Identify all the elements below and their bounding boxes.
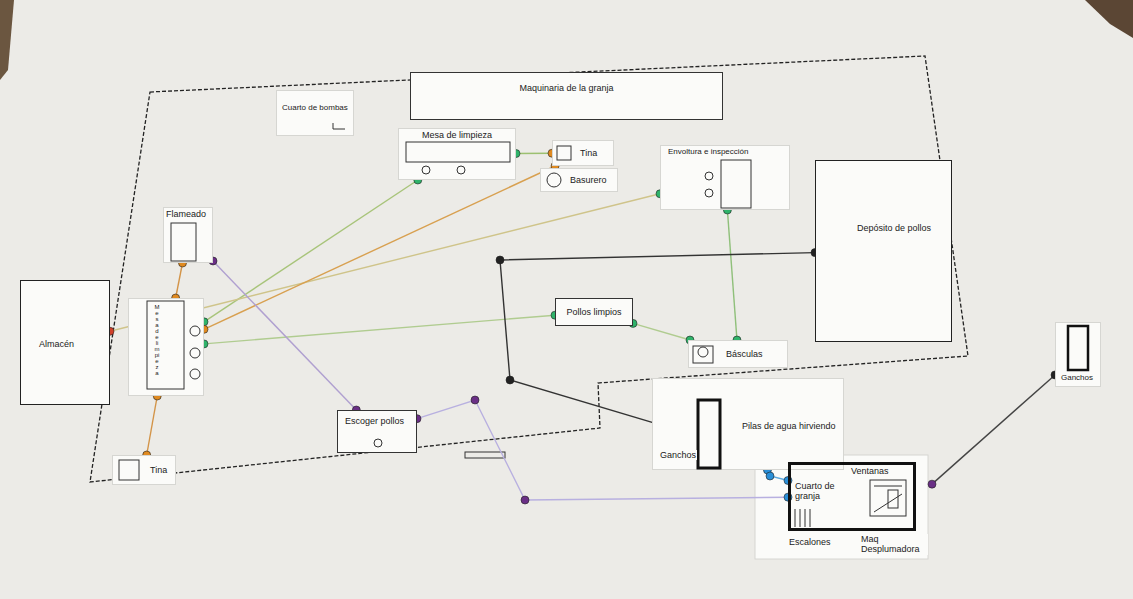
- sketch-line: [698, 400, 720, 468]
- window-label: Ventanas: [850, 466, 890, 476]
- node-text: Básculas: [725, 349, 764, 359]
- shape-sketch: [277, 91, 353, 135]
- sketch-line: [333, 123, 334, 129]
- tub-card: Tina: [112, 455, 176, 485]
- node-text: Escoger pollos: [344, 416, 405, 426]
- table-card: Mesa de limpieza: [398, 128, 516, 180]
- shape-sketch: [411, 73, 722, 119]
- thread-connector: [633, 323, 690, 340]
- node-text: Tina: [579, 148, 598, 158]
- node-text: Ganchos: [659, 450, 697, 460]
- thread-connector: [516, 153, 552, 155]
- paper-card: [755, 455, 928, 559]
- node-text: Cuarto de granja: [794, 481, 842, 502]
- pin-head: [496, 256, 504, 264]
- node-text: Mesa de limpieza: [154, 304, 160, 376]
- sketch-line: [721, 160, 751, 208]
- sketch-line: [874, 494, 902, 512]
- sketch-line: [557, 146, 571, 160]
- storage-room: Depósito de pollos: [815, 160, 952, 342]
- thread-connector: [204, 166, 555, 329]
- sorting-box: Escoger pollos: [337, 410, 417, 453]
- sketch-line: [698, 347, 708, 357]
- packing-card: Envoltura e inspección: [660, 145, 790, 210]
- sketch-line: [171, 223, 196, 261]
- thread-connector: [204, 180, 418, 322]
- pin-head: [521, 496, 529, 504]
- node-text: Pollos limpios: [565, 307, 622, 317]
- sketch-line: [795, 509, 796, 527]
- sketch-line: [705, 189, 713, 197]
- node-text: Depósito de pollos: [856, 223, 932, 233]
- sketch-line: [190, 369, 200, 379]
- hooks-rack: Ganchos: [658, 398, 724, 470]
- thread-connector: [213, 261, 356, 410]
- node-text: Ganchos: [1060, 373, 1094, 382]
- sketch-line: [888, 490, 898, 508]
- plucking-machine: Maq Desplumadora: [858, 476, 932, 558]
- sketch-line: [705, 172, 713, 180]
- node-text: Envoltura e inspección: [667, 147, 750, 156]
- sketch-line: [190, 348, 200, 358]
- clean-chicken-box: Pollos limpios: [555, 298, 633, 326]
- sketch-line: [547, 173, 561, 187]
- sketch-line: [870, 480, 906, 516]
- sketch-line: [805, 509, 806, 527]
- node-text: Cuarto de bombas: [281, 103, 349, 112]
- shape-sketch: [129, 299, 203, 395]
- floor-outline: [90, 56, 968, 482]
- pin-head: [766, 472, 774, 480]
- node-text: Almacén: [38, 339, 75, 349]
- table-card: Mesa de limpieza: [128, 298, 204, 396]
- board-edge: [1085, 0, 1133, 38]
- node-text: Flameado: [165, 209, 207, 219]
- node-text: Maquinaria de la granja: [518, 83, 614, 93]
- warehouse-room: Almacén: [20, 280, 110, 405]
- thread-connector: [204, 315, 555, 344]
- hooks-rack: Ganchos: [1055, 322, 1101, 387]
- thread-connector: [176, 263, 183, 298]
- sketch-line: [333, 129, 345, 130]
- machinery-band: Maquinaria de la granja: [410, 72, 723, 120]
- thread-connector: [932, 375, 1055, 484]
- pin-head: [506, 376, 514, 384]
- pin-head: [928, 480, 936, 488]
- boiling-tanks-card: Pilas de agua hirviendoGanchos: [652, 378, 844, 470]
- flaming-card: Flameado: [163, 207, 213, 263]
- sketch-line: [119, 460, 139, 480]
- node-text: Mesa de limpieza: [421, 130, 493, 140]
- tub-card: Tina: [552, 140, 614, 166]
- node-text: Pilas de agua hirviendo: [741, 421, 837, 431]
- pin-head: [471, 396, 479, 404]
- board-edge: [0, 0, 14, 80]
- sketch-line: [457, 166, 465, 174]
- shape-sketch: [816, 161, 951, 341]
- bin-card: Basurero: [540, 168, 618, 192]
- node-text: Tina: [149, 465, 168, 475]
- sketch-line: [422, 166, 430, 174]
- sketch-line: [190, 326, 200, 336]
- sketch-line: [406, 142, 510, 162]
- node-text: Basurero: [569, 175, 608, 185]
- sketch-line: [1068, 326, 1088, 370]
- node-text: Maq Desplumadora: [860, 534, 928, 555]
- door-mark: [465, 452, 505, 458]
- sketch-line: [800, 509, 801, 527]
- stairs-label: Escalones: [788, 537, 832, 547]
- thread-connector: [147, 396, 158, 455]
- sketch-line: [810, 509, 811, 527]
- sketch-line: [374, 439, 382, 447]
- sketch-line: [147, 301, 184, 389]
- scale-card: Básculas: [688, 340, 788, 368]
- room-card: Cuarto de bombas: [276, 90, 354, 136]
- thread-connector: [727, 210, 737, 340]
- sketch-line: [874, 486, 902, 487]
- sketch-line: [693, 346, 713, 363]
